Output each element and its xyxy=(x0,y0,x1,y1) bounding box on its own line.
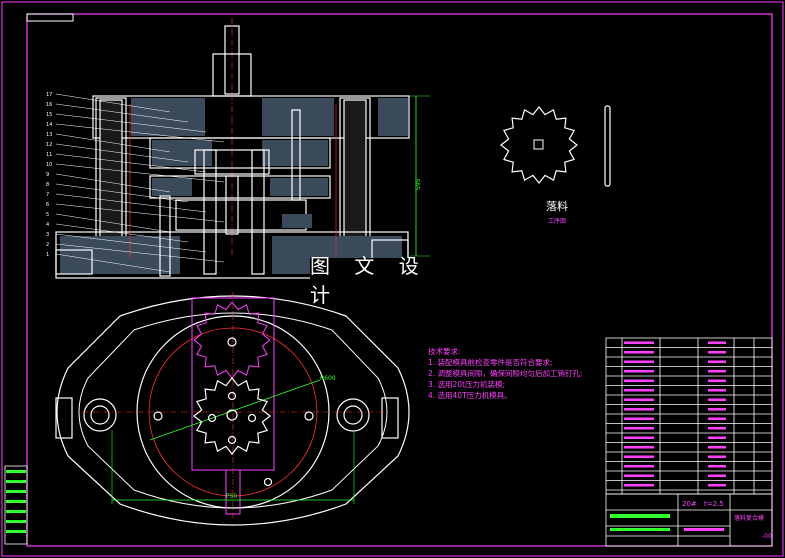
leader-line xyxy=(55,173,171,193)
part-number-label: 2 xyxy=(46,242,49,248)
part-number-label: 8 xyxy=(46,182,49,188)
parts-list-cell xyxy=(624,484,654,487)
plan-radius-dim: R600 xyxy=(320,375,336,382)
part-number-label: 11 xyxy=(46,152,52,158)
plan-view: R600 P50 xyxy=(55,292,410,526)
parts-list-cell xyxy=(708,341,726,344)
corner-tab xyxy=(26,13,74,22)
parts-list-cell xyxy=(708,465,726,468)
part-number-label: 7 xyxy=(46,192,49,198)
blank-title: 落料 xyxy=(546,200,568,213)
section-view: 595 xyxy=(55,18,430,279)
part-number-label: 10 xyxy=(46,162,52,168)
note-line: 1. 装配模具前检查零件是否符合要求; xyxy=(428,358,553,367)
leader-line xyxy=(55,123,225,143)
parts-list-cell xyxy=(624,446,654,449)
leader-line xyxy=(55,113,207,133)
leader-line xyxy=(55,163,225,183)
part-number-label: 15 xyxy=(46,112,52,118)
note-line: 3. 选用20t压力机装模; xyxy=(428,380,506,389)
parts-list-table xyxy=(605,337,773,547)
leader-line xyxy=(55,93,171,113)
part-number-label: 1 xyxy=(46,252,49,258)
parts-list-cell xyxy=(624,341,654,344)
part-number-label: 17 xyxy=(46,92,52,98)
plan-width-dim: P50 xyxy=(226,493,237,500)
parts-list-cell xyxy=(624,351,654,354)
material-spec: 20# xyxy=(682,500,697,508)
parts-list-cell xyxy=(624,455,654,458)
leader-line xyxy=(55,223,189,243)
leader-line xyxy=(55,153,207,173)
parts-list-cell xyxy=(708,484,726,487)
section-height-dim: 595 xyxy=(415,178,422,190)
leader-line xyxy=(55,213,171,233)
parts-list-cell xyxy=(624,474,654,477)
parts-list-cell xyxy=(624,408,654,411)
parts-list-cell xyxy=(708,417,726,420)
leader-line xyxy=(55,103,189,123)
part-number-label: 5 xyxy=(46,212,49,218)
part-number-label: 4 xyxy=(46,222,49,228)
notes-heading: 技术要求: xyxy=(428,347,461,356)
part-leaders: 17 16 15 14 13 12 11 10 9 8 7 6 5 4 3 2 1 xyxy=(46,92,225,273)
blank-subtitle: 工序图 xyxy=(548,218,567,225)
parts-list-cell xyxy=(708,379,726,382)
part-number-label: 3 xyxy=(46,232,49,238)
parts-list-cell xyxy=(708,370,726,373)
parts-list-cell xyxy=(624,398,654,401)
parts-list-cell xyxy=(624,379,654,382)
leader-line xyxy=(55,253,171,273)
part-number-label: 16 xyxy=(46,102,52,108)
parts-list-cell xyxy=(708,408,726,411)
part-number-label: 12 xyxy=(46,142,52,148)
drawing-number: -00 xyxy=(762,533,772,540)
note-line: 4. 选用40T压力机模具。 xyxy=(428,391,512,400)
parts-list-cell xyxy=(624,465,654,468)
part-number-label: 6 xyxy=(46,202,49,208)
parts-list-cell xyxy=(624,370,654,373)
watermark-text: 图 文 设 计 xyxy=(310,254,468,307)
parts-list-cell xyxy=(708,474,726,477)
leader-line xyxy=(55,183,189,203)
drawing-name: 落料复合模 xyxy=(734,515,765,522)
leader-line xyxy=(55,243,225,263)
note-line: 2. 调整模具间隙，确保间隙均匀后加工销钉孔; xyxy=(428,369,583,378)
parts-list-cell xyxy=(708,455,726,458)
parts-list-cell xyxy=(624,417,654,420)
part-number-label: 13 xyxy=(46,132,52,138)
parts-list-cell xyxy=(708,427,726,430)
parts-list-cell xyxy=(624,360,654,363)
parts-list-cell xyxy=(708,351,726,354)
thickness-spec: t=2.5 xyxy=(704,500,724,508)
technical-requirements: 技术要求: 1. 装配模具前检查零件是否符合要求; 2. 调整模具间隙，确保间隙… xyxy=(428,346,583,401)
leader-line xyxy=(55,133,171,153)
parts-list-cell xyxy=(624,389,654,392)
parts-list-cell xyxy=(708,398,726,401)
blank-part-view xyxy=(500,105,611,187)
leader-line xyxy=(55,193,207,213)
parts-list-cell xyxy=(624,427,654,430)
leader-line xyxy=(55,233,207,253)
parts-list-cell xyxy=(708,436,726,439)
parts-list-cell xyxy=(708,360,726,363)
parts-list-cell xyxy=(624,436,654,439)
leader-line xyxy=(55,203,225,223)
left-strip-table xyxy=(4,465,28,545)
leader-line xyxy=(55,143,189,163)
part-number-label: 9 xyxy=(46,172,49,178)
part-number-label: 14 xyxy=(46,122,52,128)
sheet-inner-border xyxy=(26,13,773,547)
parts-list-cell xyxy=(708,446,726,449)
parts-list-cell xyxy=(708,389,726,392)
